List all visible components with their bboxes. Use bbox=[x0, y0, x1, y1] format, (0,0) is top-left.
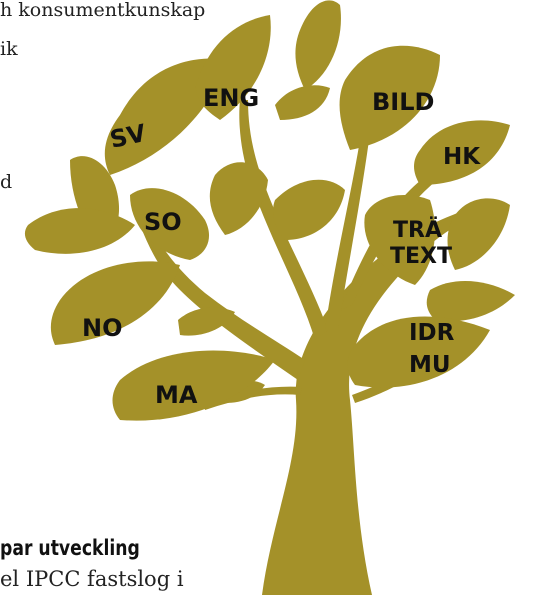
subject-label-idr: IDR bbox=[409, 320, 455, 346]
leaf-eng bbox=[195, 15, 271, 120]
leaf-idr-mu bbox=[347, 316, 490, 388]
leaf-small-left bbox=[178, 307, 235, 336]
leaf-top-center bbox=[295, 0, 341, 91]
leaf-ma bbox=[112, 350, 275, 421]
subject-label-no: NO bbox=[82, 314, 123, 342]
leaf-left-far bbox=[24, 208, 135, 254]
leaf-no bbox=[50, 261, 180, 345]
subject-label-text: TEXT bbox=[390, 244, 452, 269]
leaf-so bbox=[130, 188, 210, 260]
body-text-line-4: el IPCC fastslog i bbox=[0, 567, 184, 591]
subject-label-ma: MA bbox=[155, 381, 198, 409]
tree-trunk bbox=[262, 205, 484, 595]
tree-branch-mid bbox=[239, 100, 328, 340]
subject-label-tra: TRÄ bbox=[393, 217, 442, 243]
leaf-hk bbox=[414, 120, 510, 185]
leaf-center-mid bbox=[209, 162, 268, 235]
leaf-tra bbox=[364, 195, 435, 285]
body-text-line-2: ik bbox=[0, 38, 18, 60]
subject-label-hk: HK bbox=[443, 144, 481, 170]
leaf-small-top bbox=[275, 85, 330, 120]
tree-branch-right bbox=[340, 150, 473, 310]
section-heading: par utveckling bbox=[0, 536, 140, 560]
tree-branch-low bbox=[203, 386, 302, 410]
leaf-right-far bbox=[447, 198, 510, 270]
leaf-bild bbox=[339, 45, 440, 151]
subject-label-bild: BILD bbox=[372, 88, 434, 116]
subject-label-eng: ENG bbox=[203, 84, 259, 112]
subject-label-mu: MU bbox=[409, 352, 451, 378]
tree-branch-left bbox=[140, 222, 305, 380]
leaf-right-low bbox=[426, 280, 515, 322]
subject-label-so: SO bbox=[144, 208, 182, 236]
body-text-line-3: d bbox=[0, 171, 13, 193]
body-text-line-1: h konsumentkunskap bbox=[0, 0, 206, 21]
leaf-center bbox=[273, 179, 345, 240]
